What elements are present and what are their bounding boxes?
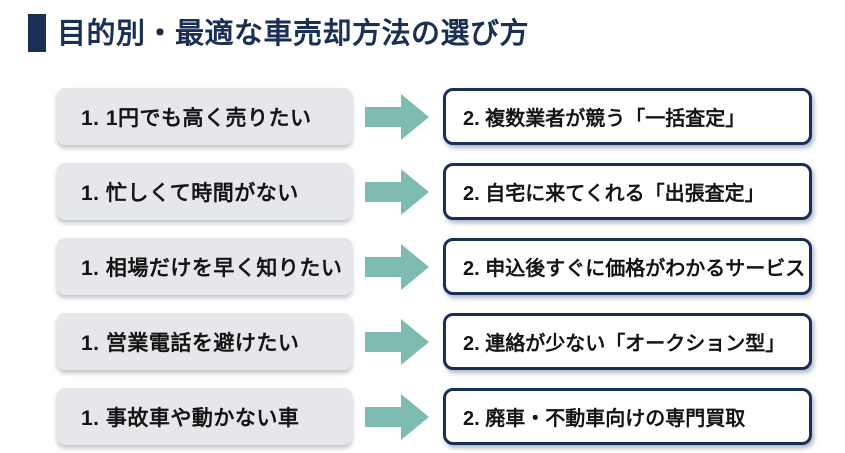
purpose-box: 1. 相場だけを早く知りたい — [57, 238, 352, 295]
purpose-label: 1. 営業電話を避けたい — [81, 331, 300, 355]
method-box: 2. 自宅に来てくれる「出張査定」 — [443, 163, 812, 220]
method-label: 2. 連絡が少ない「オークション型」 — [463, 333, 786, 355]
method-box: 2. 複数業者が競う「一括査定」 — [443, 88, 812, 145]
flow-row: 1. 営業電話を避けたい 2. 連絡が少ない「オークション型」 — [57, 313, 845, 370]
purpose-label: 1. 忙しくて時間がない — [81, 181, 299, 205]
title-accent-bar — [28, 14, 46, 52]
method-label: 2. 廃車・不動車向けの専門買取 — [463, 408, 746, 430]
right-arrow-icon — [364, 317, 431, 367]
page-title: 目的別・最適な車売却方法の選び方 — [57, 17, 530, 50]
method-box: 2. 廃車・不動車向けの専門買取 — [443, 388, 812, 445]
flow-row: 1. 忙しくて時間がない 2. 自宅に来てくれる「出張査定」 — [57, 163, 845, 220]
flow-row: 1. 1円でも高く売りたい 2. 複数業者が競う「一括査定」 — [57, 88, 845, 145]
purpose-box: 1. 営業電話を避けたい — [57, 313, 352, 370]
purpose-label: 1. 1円でも高く売りたい — [81, 106, 312, 130]
method-label: 2. 自宅に来てくれる「出張査定」 — [463, 183, 765, 205]
right-arrow-icon — [364, 167, 431, 217]
purpose-label: 1. 事故車や動かない車 — [81, 406, 300, 430]
purpose-label: 1. 相場だけを早く知りたい — [81, 256, 343, 280]
flow-rows: 1. 1円でも高く売りたい 2. 複数業者が競う「一括査定」 1. 忙しくて時間… — [57, 88, 845, 445]
arrow-wrap — [352, 92, 443, 142]
right-arrow-icon — [364, 92, 431, 142]
method-box: 2. 連絡が少ない「オークション型」 — [443, 313, 812, 370]
method-label: 2. 申込後すぐに価格がわかるサービス — [463, 258, 806, 280]
purpose-box: 1. 事故車や動かない車 — [57, 388, 352, 445]
arrow-wrap — [352, 167, 443, 217]
arrow-wrap — [352, 392, 443, 442]
arrow-wrap — [352, 317, 443, 367]
flow-row: 1. 相場だけを早く知りたい 2. 申込後すぐに価格がわかるサービス — [57, 238, 845, 295]
right-arrow-icon — [364, 242, 431, 292]
method-box: 2. 申込後すぐに価格がわかるサービス — [443, 238, 812, 295]
purpose-box: 1. 忙しくて時間がない — [57, 163, 352, 220]
method-label: 2. 複数業者が競う「一括査定」 — [463, 108, 746, 130]
arrow-wrap — [352, 242, 443, 292]
right-arrow-icon — [364, 392, 431, 442]
purpose-box: 1. 1円でも高く売りたい — [57, 88, 352, 145]
title-row: 目的別・最適な車売却方法の選び方 — [28, 14, 845, 52]
flow-row: 1. 事故車や動かない車 2. 廃車・不動車向けの専門買取 — [57, 388, 845, 445]
